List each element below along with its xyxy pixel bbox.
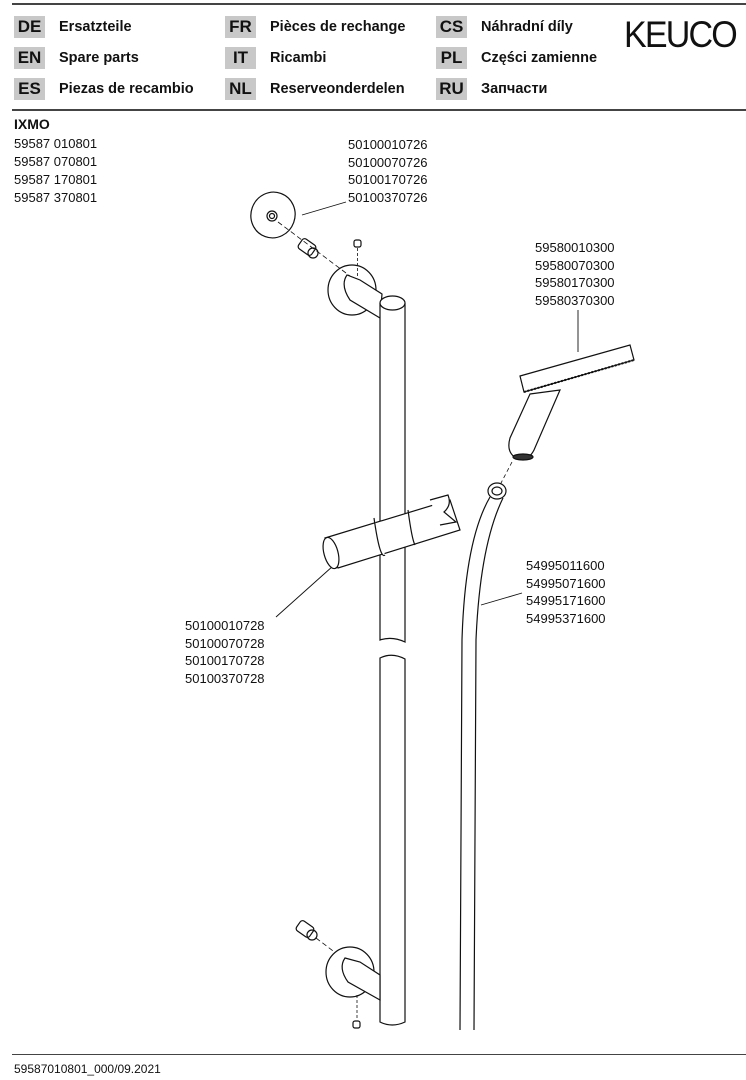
keuco-logo: KEUCO bbox=[624, 14, 738, 55]
lang-label: Reserveonderdelen bbox=[270, 81, 405, 97]
lang-code: FR bbox=[225, 16, 256, 38]
screw-bottom bbox=[352, 995, 361, 1029]
fitting-bottom bbox=[295, 920, 318, 941]
lang-code: NL bbox=[225, 78, 256, 100]
lang-de: DE Ersatzteile bbox=[14, 16, 132, 38]
part-number: 54995371600 bbox=[526, 610, 606, 626]
lang-fr: FR Pièces de rechange bbox=[225, 16, 405, 38]
document-id: 59587010801_000/09.2021 bbox=[14, 1062, 161, 1076]
rail-bracket-top bbox=[327, 264, 383, 320]
part-number: 54995071600 bbox=[526, 575, 606, 591]
lang-it: IT Ricambi bbox=[225, 47, 326, 69]
hand-shower bbox=[508, 344, 635, 461]
axis-line bbox=[315, 937, 346, 961]
screw-top bbox=[353, 239, 362, 278]
part-number: 50100170726 bbox=[348, 172, 428, 187]
header-top-rule bbox=[12, 3, 746, 5]
part-number: 50100370728 bbox=[185, 670, 265, 686]
part-number: 59580070300 bbox=[535, 257, 615, 273]
lang-code: RU bbox=[436, 78, 467, 100]
leader-lines bbox=[275, 201, 579, 618]
product-name: IXMO bbox=[14, 116, 50, 132]
part-number: 50100010728 bbox=[185, 618, 265, 633]
lang-label: Spare parts bbox=[59, 50, 139, 66]
lang-cs: CS Náhradní díly bbox=[436, 16, 573, 38]
part-number: 59580370300 bbox=[535, 292, 615, 308]
lang-nl: NL Reserveonderdelen bbox=[225, 78, 405, 100]
part-number: 50100070728 bbox=[185, 635, 265, 651]
part-number: 50100170728 bbox=[185, 653, 265, 668]
footer-rule bbox=[12, 1054, 746, 1055]
slider-part-numbers: 50100010728 50100070728 50100170728 5010… bbox=[185, 617, 265, 687]
article-list: 59587 010801 59587 070801 59587 170801 5… bbox=[14, 135, 97, 207]
part-number: 50100370726 bbox=[348, 189, 428, 205]
rail-slider bbox=[322, 494, 461, 570]
axis-line bbox=[277, 221, 351, 277]
article-number: 59587 010801 bbox=[14, 136, 98, 151]
lang-code: DE bbox=[14, 16, 45, 38]
article-number: 59587 370801 bbox=[14, 190, 98, 205]
fitting-top bbox=[297, 238, 319, 259]
lang-label: Ricambi bbox=[270, 50, 327, 66]
lang-pl: PL Części zamienne bbox=[436, 47, 597, 69]
hose-part-numbers: 54995011600 54995071600 54995171600 5499… bbox=[526, 557, 606, 627]
lang-en: EN Spare parts bbox=[14, 47, 139, 69]
part-number: 59580170300 bbox=[535, 275, 615, 290]
lang-label: Запчасти bbox=[481, 81, 548, 97]
shower-hose bbox=[459, 482, 507, 1031]
article-number: 59587 070801 bbox=[14, 154, 98, 169]
article-number: 59587 170801 bbox=[14, 172, 98, 187]
lang-label: Pièces de rechange bbox=[270, 19, 406, 35]
part-number: 50100070726 bbox=[348, 154, 428, 170]
lang-label: Náhradní díly bbox=[481, 19, 573, 35]
axis-line bbox=[499, 461, 513, 486]
lang-code: PL bbox=[436, 47, 467, 69]
lang-es: ES Piezas de recambio bbox=[14, 78, 194, 100]
lang-label: Części zamienne bbox=[481, 50, 598, 66]
lang-label: Ersatzteile bbox=[59, 19, 132, 35]
header-bottom-rule bbox=[12, 109, 746, 111]
shower-rail bbox=[379, 295, 406, 1026]
wall-disc-top bbox=[250, 191, 296, 239]
part-number: 59580010300 bbox=[535, 240, 615, 255]
lang-label: Piezas de recambio bbox=[59, 81, 194, 97]
part-number: 54995171600 bbox=[526, 593, 606, 608]
part-number: 50100010726 bbox=[348, 137, 428, 152]
lang-code: IT bbox=[225, 47, 256, 69]
lang-code: ES bbox=[14, 78, 45, 100]
rail-bracket-bottom bbox=[325, 946, 381, 1002]
hand-shower-part-numbers: 59580010300 59580070300 59580170300 5958… bbox=[535, 239, 615, 309]
wall-bracket-part-numbers: 50100010726 50100070726 50100170726 5010… bbox=[348, 136, 428, 206]
part-number: 54995011600 bbox=[526, 558, 605, 573]
lang-code: EN bbox=[14, 47, 45, 69]
lang-ru: RU Запчасти bbox=[436, 78, 547, 100]
lang-code: CS bbox=[436, 16, 467, 38]
